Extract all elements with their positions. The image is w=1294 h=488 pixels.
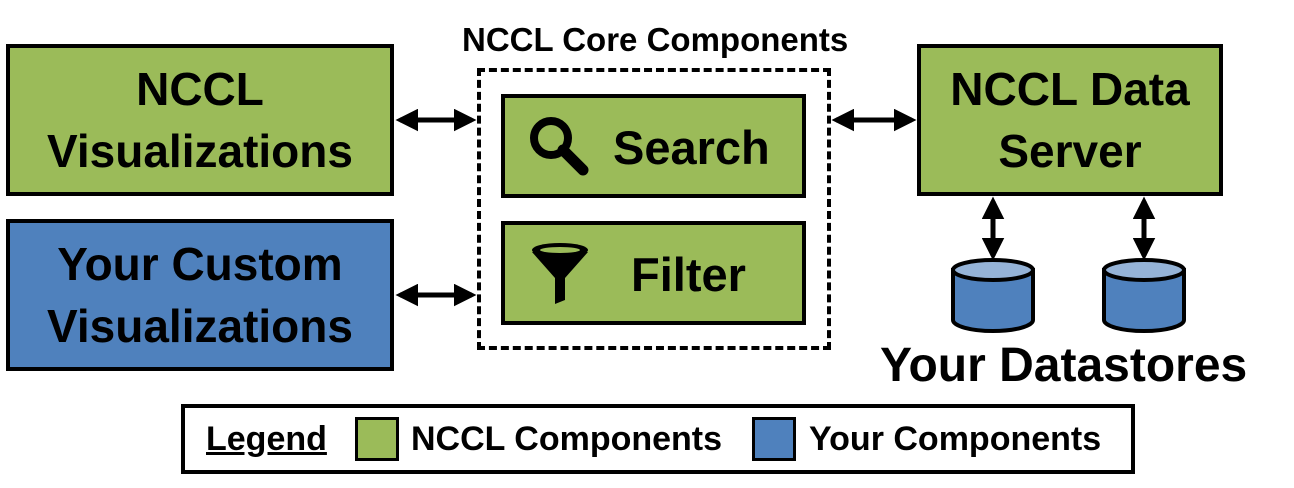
legend-title: Legend xyxy=(206,420,327,458)
data-server-line-2: Server xyxy=(998,125,1142,177)
legend-label-nccl: NCCL Components xyxy=(411,420,723,458)
datastores-label: Your Datastores xyxy=(880,339,1248,392)
nccl-visualizations-line-2: Visualizations xyxy=(47,125,353,177)
funnel-icon xyxy=(532,243,588,304)
legend-swatch-nccl xyxy=(355,417,399,461)
search-label: Search xyxy=(613,121,770,174)
nccl-visualizations-line-1: NCCL xyxy=(136,63,264,115)
magnifier-icon xyxy=(530,117,589,176)
custom-visualizations-line-2: Visualizations xyxy=(47,300,353,352)
custom-visualizations-line-1: Your Custom xyxy=(57,238,343,290)
data-server-line-1: NCCL Data xyxy=(950,63,1190,115)
datastore-1-icon xyxy=(951,258,1035,333)
legend-label-custom: Your Components xyxy=(809,420,1102,458)
datastore-2-icon xyxy=(1102,258,1186,333)
nccl-visualizations-box: NCCL Visualizations xyxy=(6,44,394,196)
core-components-title: NCCL Core Components xyxy=(462,21,849,58)
custom-visualizations-box: Your Custom Visualizations xyxy=(6,219,394,371)
nccl-data-server-box: NCCL Data Server xyxy=(917,44,1223,196)
search-component-box: Search xyxy=(501,94,806,198)
filter-component-box: Filter xyxy=(501,221,806,325)
legend: Legend NCCL Components Your Components xyxy=(181,404,1135,474)
filter-label: Filter xyxy=(631,248,746,301)
legend-swatch-custom xyxy=(752,417,796,461)
core-components-group xyxy=(477,68,831,350)
